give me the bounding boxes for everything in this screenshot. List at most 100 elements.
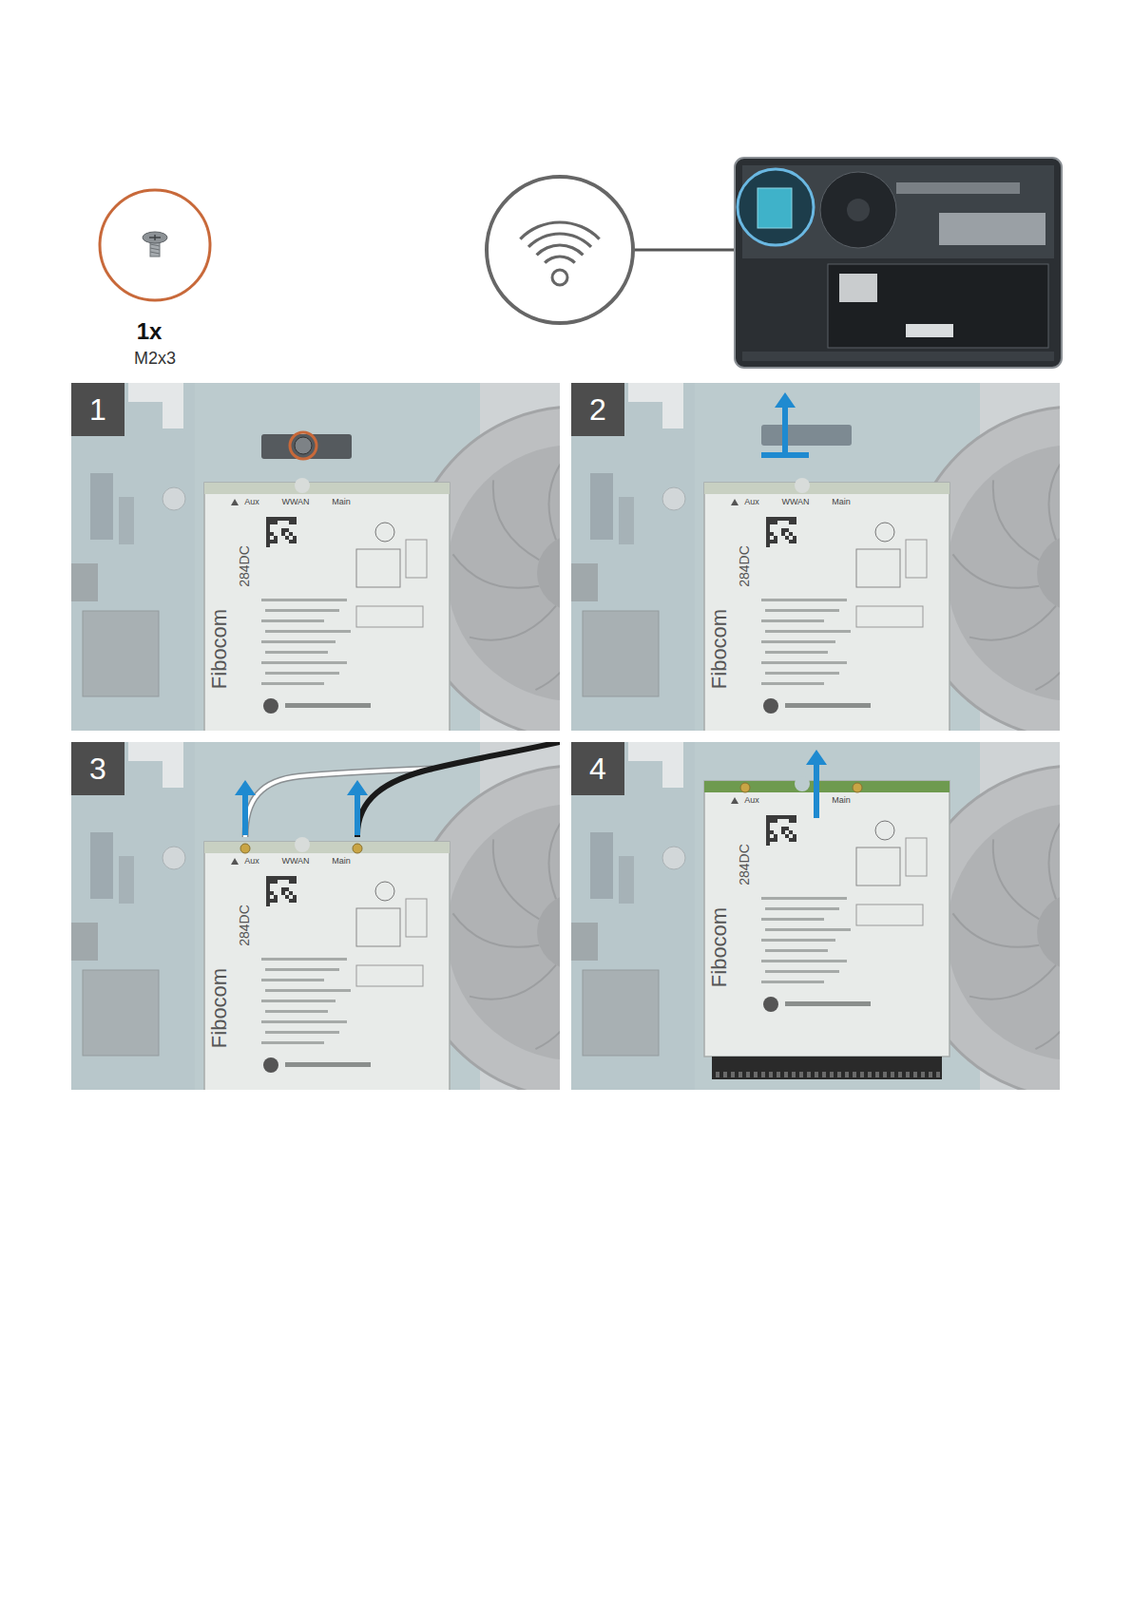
laptop-base <box>734 157 1062 368</box>
qr-cell <box>766 524 770 529</box>
print-line <box>265 651 328 654</box>
qr-cell <box>792 536 797 540</box>
qr-cell <box>769 539 774 544</box>
qr-cell <box>785 834 789 839</box>
antenna-connector <box>740 783 750 793</box>
print-line <box>265 671 340 675</box>
print-line <box>261 682 325 686</box>
wireless-arc <box>535 243 584 256</box>
wwan-card-mini <box>757 188 792 229</box>
antenna-connector <box>852 783 863 793</box>
standoff <box>162 846 186 870</box>
qr-cell <box>766 842 770 846</box>
qr-cell <box>792 517 797 521</box>
qr-cell <box>785 536 789 540</box>
fan-blade <box>1048 808 1060 900</box>
card-top-band <box>704 482 950 495</box>
qr-cell <box>792 838 797 843</box>
cert-box <box>356 908 401 947</box>
fan <box>820 172 897 249</box>
board-center <box>694 742 980 1091</box>
cert-box <box>905 539 927 578</box>
connector <box>118 856 135 904</box>
panel-illustration <box>571 383 1060 731</box>
card-model: 284DC <box>737 844 752 886</box>
qr-cell <box>266 883 270 888</box>
step-panel: 3AuxWWANMain284DCFibocom <box>71 742 560 1091</box>
wwan-card <box>204 842 450 1091</box>
qr-cell <box>769 838 774 843</box>
arrow-head <box>234 780 256 796</box>
fan-hub <box>846 198 870 222</box>
cert-mark <box>375 522 395 542</box>
panel-illustration <box>571 742 1060 1091</box>
print-line <box>261 1041 325 1045</box>
arrow-shaft <box>242 793 249 836</box>
card-model: 284DC <box>237 545 252 588</box>
card-brand: Fibocom <box>708 907 731 988</box>
card-print: Aux <box>244 498 260 508</box>
qr-cell <box>266 891 270 896</box>
fan-hub <box>537 894 560 971</box>
qr-cell <box>769 815 774 820</box>
card-print: WWAN <box>781 498 809 508</box>
qr-cell <box>288 520 293 525</box>
battery-label <box>839 273 878 303</box>
qr-cell <box>281 528 286 533</box>
print-line <box>785 703 871 709</box>
qr-cell <box>792 539 797 544</box>
print-line <box>265 1031 340 1035</box>
qr-cell <box>788 815 793 820</box>
screw-icon <box>142 231 168 257</box>
fan-blade <box>452 554 539 588</box>
cert-box <box>856 549 901 588</box>
antenna-connector <box>240 844 250 854</box>
fan-blade <box>548 808 560 900</box>
card-print: Main <box>331 498 351 508</box>
qr-cell <box>288 539 293 544</box>
black-antenna-cable <box>357 742 560 838</box>
fan-blade <box>469 606 557 641</box>
qr-cell <box>769 517 774 521</box>
cert-box <box>905 838 927 877</box>
arrow-head <box>346 780 368 796</box>
print-line <box>761 682 825 686</box>
qr-cell <box>788 838 793 843</box>
connector <box>618 856 634 904</box>
fan-blade <box>952 913 1039 947</box>
qr-cell <box>769 520 774 525</box>
qr-cell <box>781 830 786 835</box>
qr-cell <box>766 830 770 835</box>
qr-cell <box>788 517 793 521</box>
cert-box <box>856 847 901 886</box>
slot-pin <box>844 1072 849 1078</box>
print-line <box>356 606 423 628</box>
slot-pin <box>822 1072 826 1078</box>
qr-cell <box>785 826 789 831</box>
qr-cell <box>266 902 270 907</box>
fan-hub <box>1036 894 1060 971</box>
qr-cell <box>781 532 786 537</box>
slot-pin <box>852 1072 857 1078</box>
shield <box>82 611 159 697</box>
qr-cell <box>773 517 778 521</box>
cert-box <box>356 549 401 588</box>
connector <box>90 832 114 900</box>
screw-size: M2x3 <box>134 349 176 369</box>
step-badge: 2 <box>571 383 625 437</box>
qr-cell <box>785 517 789 521</box>
qr-cell <box>281 887 286 892</box>
slot-pin <box>928 1072 933 1078</box>
mounting-notch <box>794 478 810 494</box>
step-panel: 2AuxWWANMain284DCFibocom <box>571 383 1060 731</box>
qr-cell <box>792 834 797 839</box>
qr-cell <box>269 899 274 903</box>
aux-triangle <box>730 498 739 506</box>
qr-cell <box>285 536 289 540</box>
fan-blade <box>993 479 1040 560</box>
qr-cell <box>766 528 770 533</box>
antenna-connector <box>352 844 363 854</box>
print-line <box>765 970 840 974</box>
fan-blade <box>493 479 540 560</box>
arrow-shaft <box>354 793 361 836</box>
